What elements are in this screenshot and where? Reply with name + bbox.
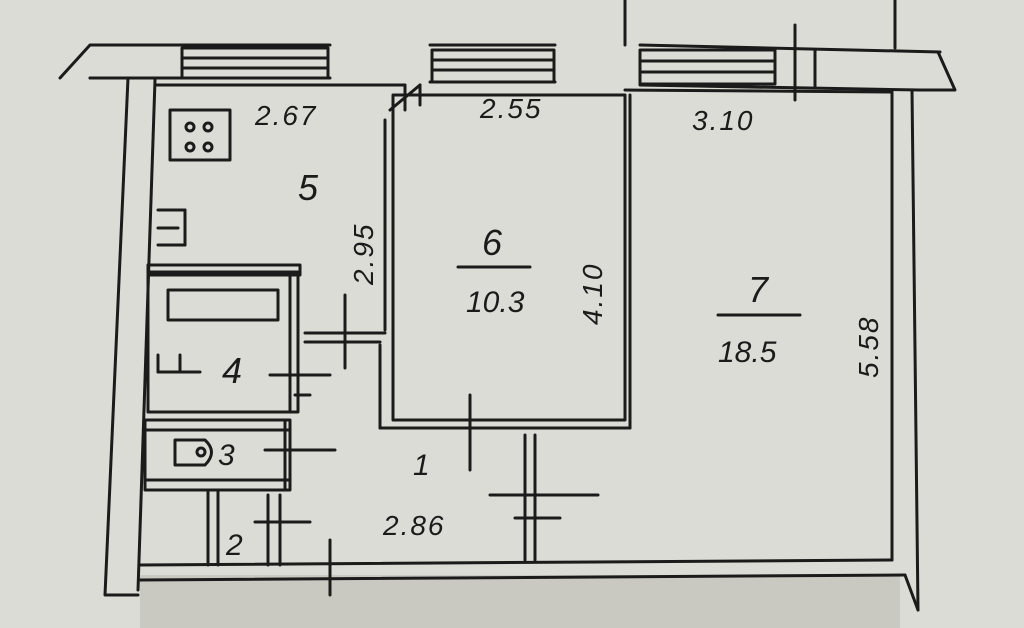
- sink-symbol: [156, 208, 187, 247]
- room7-area-label: 18.5: [718, 336, 777, 369]
- room6-walls: [378, 93, 632, 472]
- bathroom-walls: [143, 418, 337, 492]
- closet-walls: [146, 263, 387, 414]
- stove-symbol: [168, 108, 232, 162]
- closet-shelf: [156, 353, 202, 374]
- bottom-exterior-wall: [138, 558, 920, 612]
- window-2: [430, 48, 556, 84]
- room7-number-label: 7: [748, 269, 770, 310]
- room7-walls: [488, 88, 894, 562]
- right-exterior-wall: [890, 88, 920, 612]
- room6-number-label: 6: [482, 222, 503, 263]
- paper-shadow: [140, 575, 900, 628]
- closet-number-label: 4: [222, 350, 242, 391]
- room6-depth-label: 4.10: [577, 263, 608, 326]
- bathroom-number-label: 3: [218, 439, 235, 472]
- kitchen-walls: [153, 83, 422, 332]
- room7-depth-label: 5.58: [853, 316, 884, 379]
- room7-width-label: 3.10: [692, 105, 755, 136]
- room6-area-label: 10.3: [466, 286, 525, 319]
- kitchen-number-label: 5: [298, 167, 319, 208]
- kitchen-depth-label: 2.95: [348, 223, 379, 287]
- hallway-width-label: 2.86: [382, 510, 446, 541]
- hallway-number-label: 1: [413, 449, 430, 482]
- vestibule-number-label: 2: [225, 529, 243, 562]
- window-3: [638, 23, 817, 102]
- vestibule-walls: [206, 488, 332, 597]
- window-1: [180, 46, 330, 80]
- kitchen-width-label: 2.67: [254, 100, 318, 131]
- room6-width-label: 2.55: [479, 93, 543, 124]
